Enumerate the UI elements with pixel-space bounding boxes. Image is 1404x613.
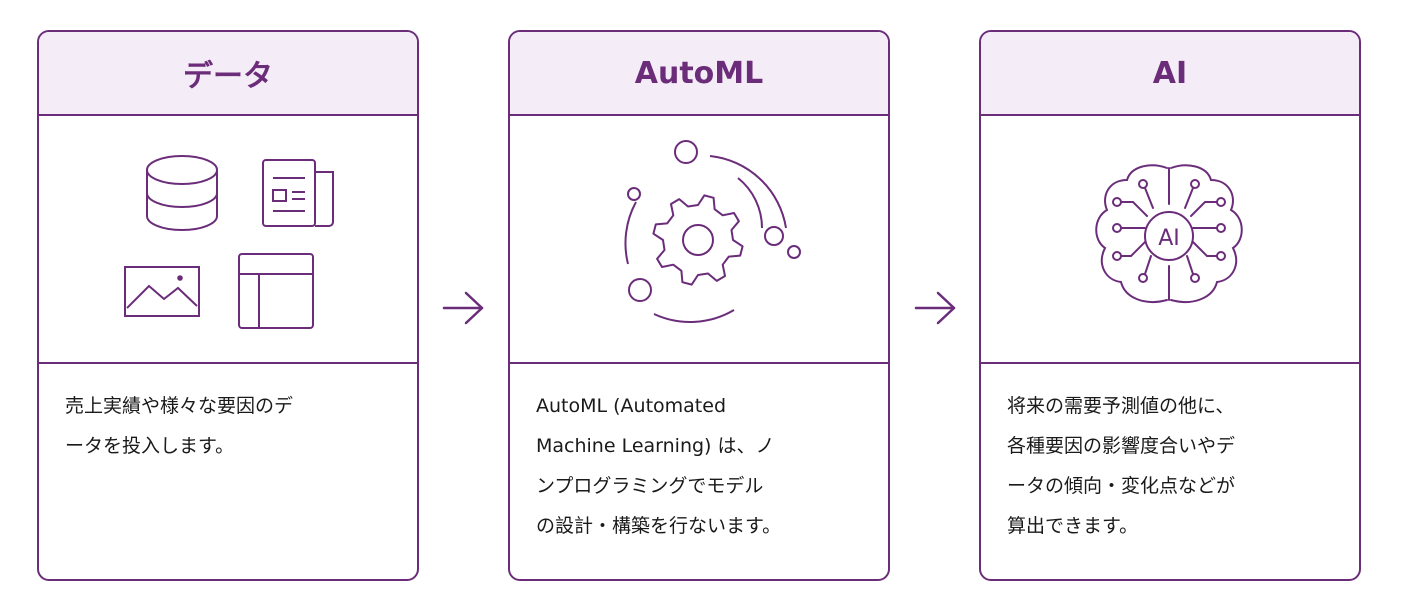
arrow-right-icon (442, 291, 484, 325)
description-line: ンプログラミングでモデル (536, 475, 764, 497)
card-description: 将来の需要予測値の他に、 各種要因の影響度合いやデ ータの傾向・変化点などが 算… (981, 364, 1359, 546)
description-line: 各種要因の影響度合いやデ (1007, 435, 1236, 457)
card-header: AI (981, 32, 1359, 116)
card-description: 売上実績や様々な要因のデ ータを投入します。 (39, 364, 417, 466)
newspaper-icon (262, 159, 334, 227)
description-line: Machine Learning) は、ノ (536, 435, 775, 457)
card-description: AutoML (Automated Machine Learning) は、ノ … (510, 364, 888, 546)
database-icon (146, 155, 218, 231)
description-line: ータの傾向・変化点などが (1007, 475, 1236, 497)
description-line: AutoML (Automated (536, 395, 727, 417)
description-line: の設計・構築を行ないます。 (536, 515, 782, 537)
image-icon (124, 266, 200, 317)
gear-orbit-icon (624, 140, 801, 323)
description-line: ータを投入します。 (65, 435, 235, 457)
card-icon-area (39, 116, 417, 364)
table-layout-icon (238, 253, 314, 329)
card-title: データ (183, 59, 273, 94)
card-data: データ (37, 30, 419, 581)
card-automl: AutoML AutoML (Automated Machine Learnin… (508, 30, 890, 581)
arrow-right-icon (914, 291, 956, 325)
card-header: AutoML (510, 32, 888, 116)
ai-brain-label: AI (1158, 226, 1180, 251)
card-ai: AI (979, 30, 1361, 581)
ai-brain-icon: AI (1095, 164, 1243, 303)
description-line: 将来の需要予測値の他に、 (1007, 395, 1235, 417)
card-header: データ (39, 32, 417, 116)
card-icon-area: AI (981, 116, 1359, 364)
card-icon-area (510, 116, 888, 364)
card-title: AI (1152, 55, 1188, 91)
description-line: 売上実績や様々な要因のデ (65, 395, 294, 417)
description-line: 算出できます。 (1007, 515, 1139, 537)
card-title: AutoML (634, 55, 764, 91)
